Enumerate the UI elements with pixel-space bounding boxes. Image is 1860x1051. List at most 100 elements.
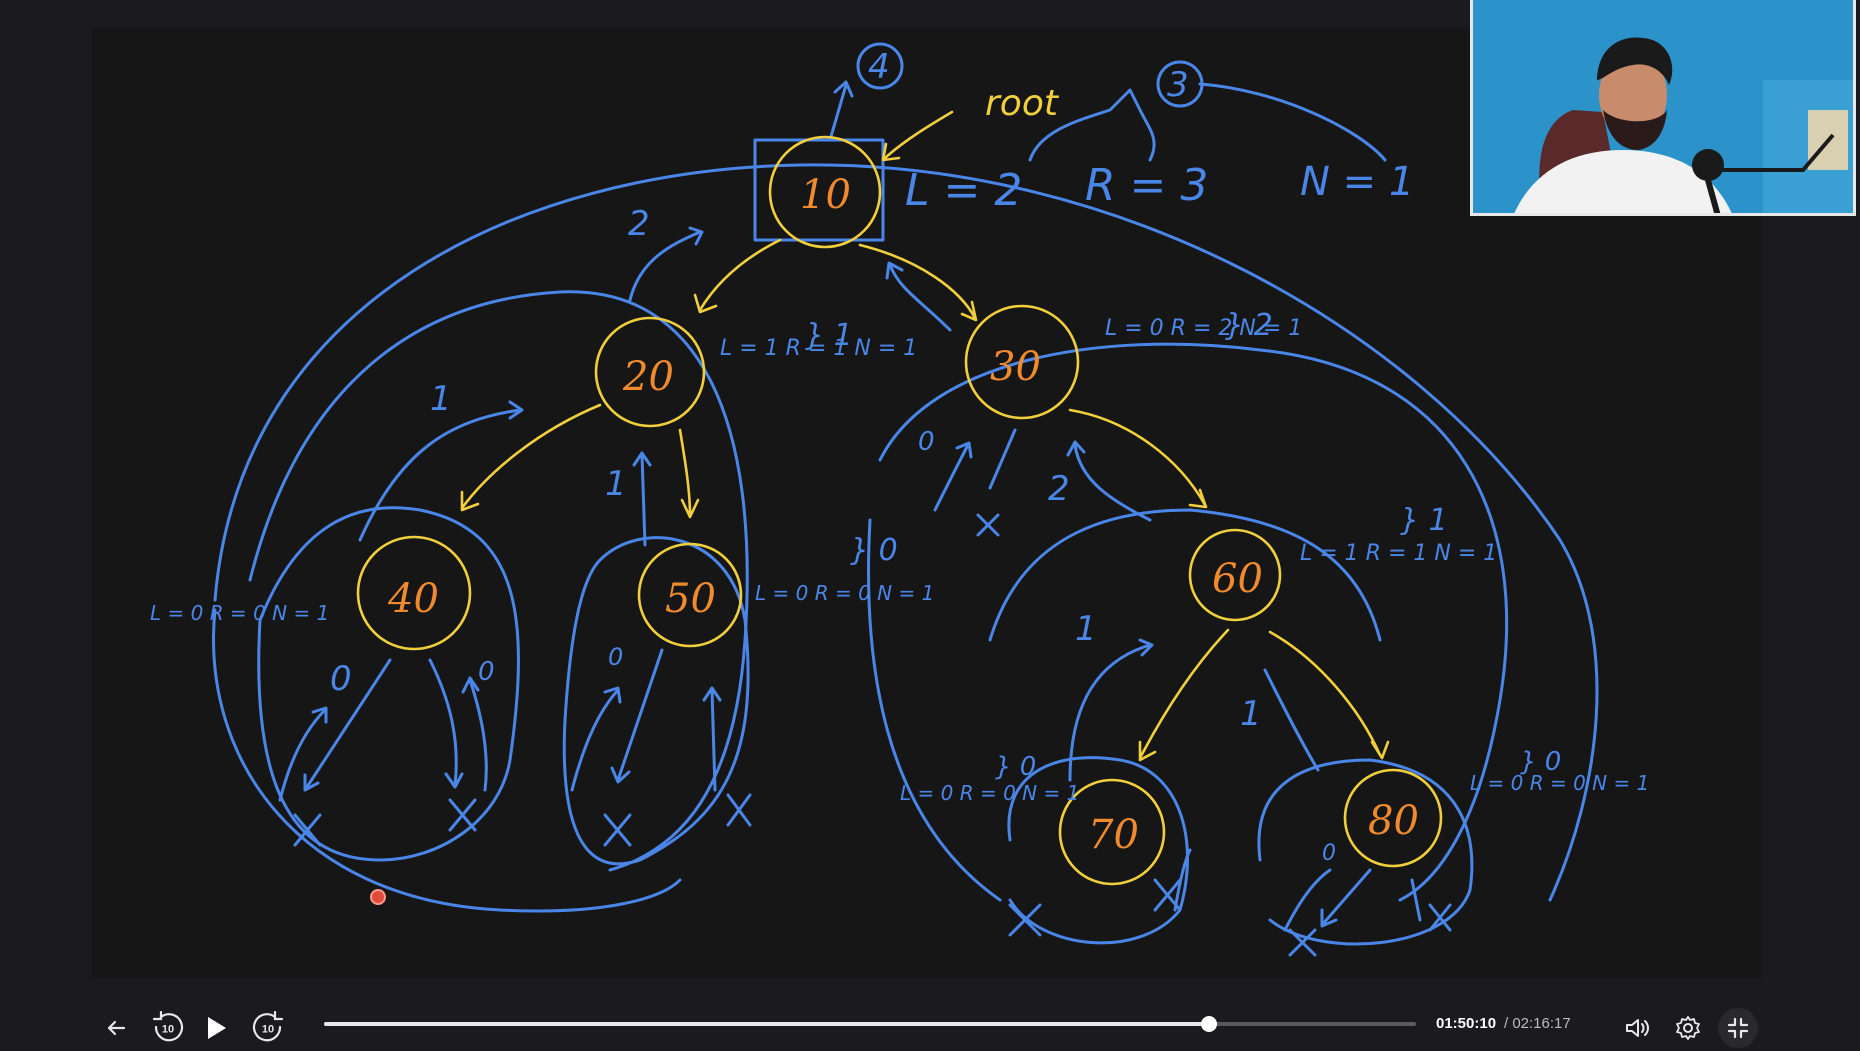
note-four: 4 bbox=[868, 47, 890, 87]
null-cross-50-right bbox=[726, 793, 752, 827]
trace-arc-right-inner bbox=[867, 518, 1002, 902]
note-r3: R = 3 bbox=[1085, 160, 1208, 211]
arrow-back-20 bbox=[628, 226, 704, 302]
node-60-label: 60 bbox=[1212, 556, 1263, 602]
trace-arc-60 bbox=[988, 508, 1382, 642]
arrow-40-left-return bbox=[278, 706, 328, 802]
arrow-60-right-return bbox=[1263, 668, 1320, 772]
null-cross-70-left bbox=[1008, 903, 1042, 937]
note-20-brace: } 1 bbox=[805, 318, 853, 353]
arrow-40-right bbox=[428, 658, 464, 789]
trace-arc-right bbox=[878, 342, 1509, 902]
arrow-up-4 bbox=[828, 80, 854, 142]
arrow-back-30 bbox=[885, 261, 952, 332]
seek-bar-thumb[interactable] bbox=[1200, 1016, 1217, 1032]
circle-4 bbox=[856, 42, 904, 90]
curve-3-to-n bbox=[1198, 82, 1387, 162]
edge-60-70 bbox=[1138, 628, 1230, 762]
trace-arc-50 bbox=[562, 536, 750, 866]
arrow-70-return bbox=[1173, 848, 1192, 912]
edge-10-20 bbox=[693, 238, 782, 314]
arrow-40-right-return bbox=[461, 676, 488, 792]
total-time: / 02:16:17 bbox=[1504, 1015, 1571, 1032]
arrow-80-right-return bbox=[1410, 878, 1422, 922]
note-one-b: 1 bbox=[605, 464, 627, 504]
seek-bar[interactable] bbox=[324, 1016, 1416, 1032]
node-30-label: 30 bbox=[990, 344, 1041, 390]
null-cross-70-right bbox=[1153, 878, 1182, 912]
rewind-icon: 10 bbox=[152, 1011, 184, 1042]
note-60-lrn: L = 1 R = 1 N = 1 bbox=[1300, 541, 1497, 566]
note-70-brace: } 0 bbox=[995, 752, 1036, 782]
forward-label: 10 bbox=[262, 1024, 274, 1036]
volume-icon bbox=[1626, 1019, 1649, 1037]
gear-icon bbox=[1676, 1016, 1700, 1040]
note-zero-e: 0 bbox=[1322, 841, 1336, 866]
node-80-label: 80 bbox=[1368, 798, 1419, 844]
trace-arc-left-inner bbox=[248, 290, 749, 872]
note-two-mid: 2 bbox=[1048, 469, 1070, 509]
presenter-video bbox=[1473, 0, 1853, 213]
note-one-a: 1 bbox=[430, 379, 452, 419]
arrow-back-from-50 bbox=[632, 451, 652, 547]
exit-fullscreen-icon bbox=[1727, 1017, 1749, 1039]
play-icon bbox=[208, 1017, 226, 1039]
note-60-brace: } 1 bbox=[1400, 503, 1448, 538]
note-zero-d: 0 bbox=[918, 427, 935, 457]
trace-arc-70 bbox=[1007, 756, 1189, 945]
seek-bar-played bbox=[324, 1022, 1209, 1026]
arrow-50-left-return bbox=[570, 686, 622, 792]
rewind-10-button[interactable]: 10 bbox=[148, 1008, 188, 1048]
laser-pointer bbox=[370, 889, 386, 905]
root-box bbox=[753, 138, 885, 242]
note-l2: L = 2 bbox=[905, 165, 1022, 216]
note-70-lrn: L = 0 R = 0 N = 1 bbox=[900, 781, 1079, 805]
current-time: 01:50:10 bbox=[1436, 1015, 1497, 1032]
settings-button[interactable] bbox=[1668, 1008, 1708, 1048]
node-40-circle bbox=[356, 535, 472, 651]
edge-10-30 bbox=[858, 243, 978, 322]
note-three: 3 bbox=[1167, 65, 1189, 105]
null-cross-50-left bbox=[603, 813, 632, 847]
edge-20-40 bbox=[460, 403, 602, 512]
trace-arc-left bbox=[212, 608, 682, 913]
arrow-50-right-return bbox=[702, 686, 722, 792]
back-arrow-icon[interactable] bbox=[96, 1008, 136, 1048]
note-one-d: 1 bbox=[1240, 694, 1262, 734]
node-50-circle bbox=[637, 542, 743, 648]
arrow-30-left-return bbox=[933, 441, 973, 512]
arrow-back-from-40 bbox=[358, 400, 524, 542]
note-30-lrn: L = 0 R = 2 N = 1 bbox=[1105, 316, 1302, 341]
forward-10-button[interactable]: 10 bbox=[248, 1008, 288, 1048]
node-70-circle bbox=[1058, 778, 1166, 886]
root-pointer-arrow bbox=[881, 110, 954, 162]
node-20-label: 20 bbox=[622, 354, 674, 400]
note-20-lrn: L = 1 R = 1 N = 1 bbox=[720, 336, 917, 361]
forward-icon: 10 bbox=[252, 1011, 284, 1042]
rewind-label: 10 bbox=[162, 1024, 174, 1036]
arrow-50-left bbox=[610, 648, 664, 784]
note-two-top: 2 bbox=[628, 204, 650, 244]
arrow-30-left bbox=[988, 428, 1017, 490]
arrow-back-from-60 bbox=[1066, 440, 1152, 522]
note-50-lrn: L = 0 R = 0 N = 1 bbox=[755, 581, 934, 605]
volume-button[interactable] bbox=[1618, 1008, 1658, 1048]
trace-arc-80 bbox=[1257, 758, 1474, 946]
node-30-circle bbox=[964, 304, 1080, 420]
note-40-lrn: L = 0 R = 0 N = 1 bbox=[150, 601, 329, 625]
arrow-80-left bbox=[1320, 868, 1372, 928]
arrow-80-left-return bbox=[1283, 868, 1332, 932]
node-40-label: 40 bbox=[387, 576, 439, 622]
null-cross-80-right bbox=[1428, 903, 1452, 932]
node-20-circle bbox=[594, 316, 706, 428]
note-zero-c: 0 bbox=[608, 643, 623, 671]
play-button[interactable] bbox=[196, 1008, 236, 1048]
exit-fullscreen-button[interactable] bbox=[1718, 1008, 1758, 1048]
note-80-brace: } 0 bbox=[1520, 747, 1561, 777]
edge-60-80 bbox=[1268, 630, 1390, 760]
note-zero-b: 0 bbox=[478, 657, 495, 687]
null-cross-80-left bbox=[1288, 928, 1317, 957]
root-label: root bbox=[985, 83, 1060, 124]
trace-arc-40 bbox=[257, 506, 520, 862]
